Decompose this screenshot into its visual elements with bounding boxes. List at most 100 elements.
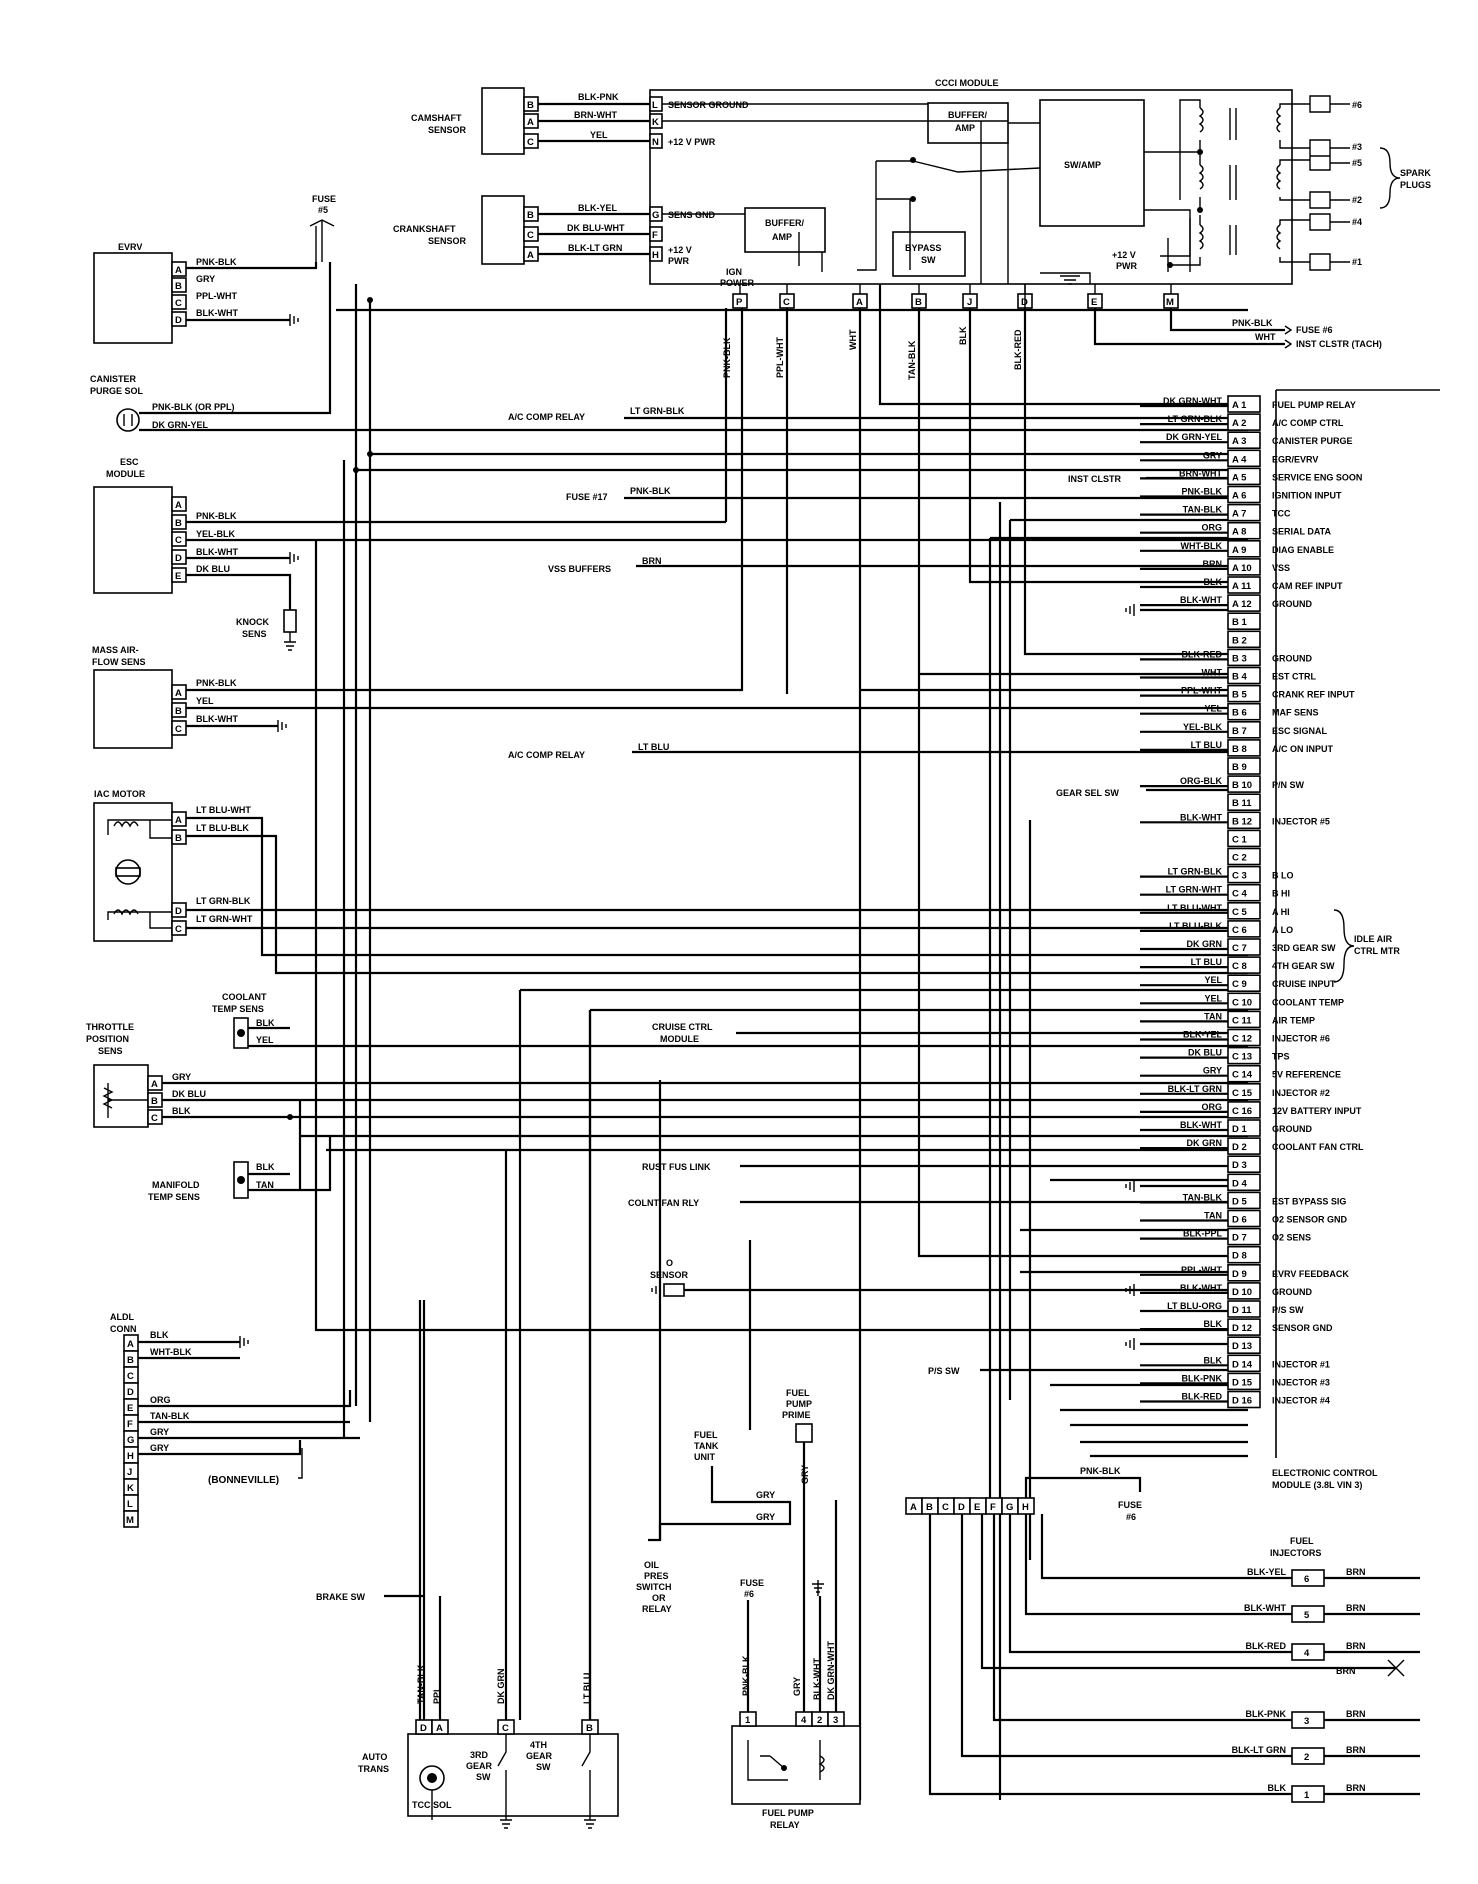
knock-sensor: KNOCK SENS bbox=[236, 609, 297, 651]
svg-text:YEL: YEL bbox=[196, 696, 214, 706]
ecm-wire-label: BLK bbox=[1204, 1319, 1223, 1329]
fuse5: FUSE #5 bbox=[309, 194, 336, 262]
esc-module: ESC MODULE A B C D E PNK-BLK YEL-BLK BLK… bbox=[93, 457, 726, 610]
ecm-function-label: TPS bbox=[1272, 1052, 1290, 1062]
ecm-function-label: A/C ON INPUT bbox=[1272, 744, 1334, 754]
svg-text:J: J bbox=[967, 297, 972, 308]
ecm-pin-box bbox=[1227, 395, 1261, 413]
svg-text:A: A bbox=[175, 815, 182, 826]
ecm-wire-label: ORG bbox=[1201, 523, 1222, 533]
svg-text:DK BLU: DK BLU bbox=[172, 1089, 206, 1099]
svg-text:BLK: BLK bbox=[256, 1162, 275, 1172]
ecm-pin-label: C 5 bbox=[1232, 907, 1248, 918]
svg-text:DK GRN: DK GRN bbox=[496, 1669, 506, 1705]
svg-text:RELAY: RELAY bbox=[770, 1820, 800, 1830]
iac-motor: IAC MOTOR A B D C LT BLU-WHT LT BLU-BLK … bbox=[93, 789, 1248, 975]
ecm-pin-box bbox=[1227, 811, 1261, 830]
svg-text:GRY: GRY bbox=[792, 1677, 802, 1696]
ecm-label: MODULE (3.8L VIN 3) bbox=[1272, 1480, 1362, 1490]
svg-text:J: J bbox=[127, 1467, 132, 1478]
ecm-pin-box bbox=[1227, 992, 1261, 1011]
svg-text:PUMP: PUMP bbox=[786, 1399, 812, 1409]
ecm-wire-label: BLK-PNK bbox=[1182, 1373, 1223, 1383]
ecm-pin-label: C 1 bbox=[1232, 834, 1248, 845]
ecm-pin-label: C 4 bbox=[1232, 889, 1248, 900]
svg-text:B: B bbox=[175, 706, 182, 717]
ecm-function-label: CRANK REF INPUT bbox=[1272, 690, 1355, 700]
svg-text:BLK: BLK bbox=[172, 1106, 191, 1116]
ecm-pin-box bbox=[1227, 1264, 1261, 1282]
svg-text:SENSOR: SENSOR bbox=[650, 1270, 689, 1280]
svg-text:LT BLU: LT BLU bbox=[582, 1673, 592, 1704]
ecm-wire-label: DK GRN bbox=[1187, 939, 1223, 949]
ecm-pin-box bbox=[1227, 757, 1261, 775]
svg-text:P/S SW: P/S SW bbox=[928, 1366, 960, 1376]
aldl-pins: A B C D E F G H J K L M bbox=[123, 1334, 139, 1528]
svg-text:MANIFOLD: MANIFOLD bbox=[152, 1180, 200, 1190]
svg-text:C: C bbox=[527, 137, 534, 148]
ecm-pin-label: B 1 bbox=[1232, 617, 1248, 628]
ecm-wire-label: DK BLU bbox=[1188, 1048, 1222, 1058]
injector-wire-label: BLK-PNK bbox=[1246, 1709, 1287, 1719]
ground-icon bbox=[651, 1284, 661, 1296]
ecm-function-label: O2 SENSOR GND bbox=[1272, 1215, 1348, 1225]
ecm-pin-label: B 12 bbox=[1232, 816, 1252, 827]
ecm-wire-label: BLK-PPL bbox=[1183, 1229, 1222, 1239]
wire-inst-clstr bbox=[1093, 308, 1285, 346]
ecm-pin-box bbox=[1227, 847, 1261, 866]
ecm-pin-label: A 6 bbox=[1232, 491, 1246, 502]
ecm-wire-label: BRN bbox=[1203, 559, 1223, 569]
ecm-wire-label: ORG bbox=[1201, 1102, 1222, 1112]
svg-text:BLK-WHT: BLK-WHT bbox=[812, 1658, 822, 1700]
ccci-pin-label: K bbox=[652, 117, 659, 128]
ecm-pin-box bbox=[1227, 702, 1261, 721]
svg-text:TEMP SENS: TEMP SENS bbox=[148, 1192, 200, 1202]
wire-label: PNK-BLK bbox=[1232, 318, 1273, 328]
ecm-pin-label: B 6 bbox=[1232, 708, 1247, 719]
injector-2-box bbox=[1291, 1747, 1325, 1765]
svg-text:BLK: BLK bbox=[256, 1018, 275, 1028]
svg-text:THROTTLE: THROTTLE bbox=[86, 1022, 134, 1032]
ecm-pin-label: B 10 bbox=[1232, 780, 1252, 791]
svg-text:E: E bbox=[974, 1502, 980, 1513]
ecm-pin-box bbox=[1227, 1209, 1261, 1228]
buffer-amp-mid-label: AMP bbox=[772, 232, 792, 242]
ecm-pin-label: A 4 bbox=[1232, 454, 1247, 465]
svg-text:COLNT FAN RLY: COLNT FAN RLY bbox=[628, 1198, 699, 1208]
wire-label: WHT bbox=[1255, 332, 1276, 342]
bypass-sw-label: BYPASS bbox=[905, 243, 941, 253]
spark-plug-6: #6 bbox=[1352, 100, 1362, 110]
ecm-function-label: COOLANT TEMP bbox=[1272, 997, 1344, 1007]
svg-text:SW: SW bbox=[476, 1772, 491, 1782]
svg-text:LT BLU: LT BLU bbox=[638, 742, 669, 752]
ecm-pin-box bbox=[1227, 576, 1261, 594]
svg-text:FLOW SENS: FLOW SENS bbox=[92, 657, 146, 667]
svg-text:FUEL PUMP: FUEL PUMP bbox=[762, 1808, 814, 1818]
injector-wire-label: BLK-YEL bbox=[1247, 1567, 1286, 1577]
ecm-pin-box bbox=[1227, 1137, 1261, 1155]
ecm-pin-box bbox=[1227, 1046, 1261, 1065]
wire-label: BLK bbox=[958, 326, 968, 345]
svg-text:UNIT: UNIT bbox=[694, 1452, 715, 1462]
svg-text:LT BLU-BLK: LT BLU-BLK bbox=[196, 823, 249, 833]
ecm-pin-label: D 16 bbox=[1232, 1396, 1252, 1407]
evrv: EVRV A B C D PNK-BLK GRY PPL-WHT BLK-WHT bbox=[93, 242, 318, 344]
spark-plugs-label: SPARK bbox=[1400, 168, 1431, 178]
svg-text:A: A bbox=[527, 250, 534, 261]
svg-text:SENSOR: SENSOR bbox=[428, 236, 467, 246]
svg-text:CAMSHAFT: CAMSHAFT bbox=[411, 113, 462, 123]
svg-text:ALDL: ALDL bbox=[110, 1312, 134, 1322]
ecm-wire-label: PPL-WHT bbox=[1181, 686, 1222, 696]
injector-wire bbox=[992, 1514, 1340, 1722]
injector-connector: A B C D E F G H PNK-BLK FUSE #6 bbox=[905, 1466, 1142, 1522]
injector-5-box bbox=[1291, 1605, 1325, 1623]
spark-plug-3: #3 bbox=[1352, 142, 1362, 152]
svg-text:INST CLSTR: INST CLSTR bbox=[1068, 474, 1121, 484]
svg-text:LT GRN-BLK: LT GRN-BLK bbox=[630, 406, 685, 416]
ecm-pin-box bbox=[1227, 1372, 1261, 1391]
svg-text:MASS AIR-: MASS AIR- bbox=[92, 645, 139, 655]
svg-text:PNK-BLK (OR PPL): PNK-BLK (OR PPL) bbox=[152, 402, 235, 412]
buffer-amp-mid-box bbox=[744, 207, 826, 253]
auto-trans: TAN-BLK PPL DK GRN LT BLU D A C B AUTO T… bbox=[358, 1010, 619, 1829]
